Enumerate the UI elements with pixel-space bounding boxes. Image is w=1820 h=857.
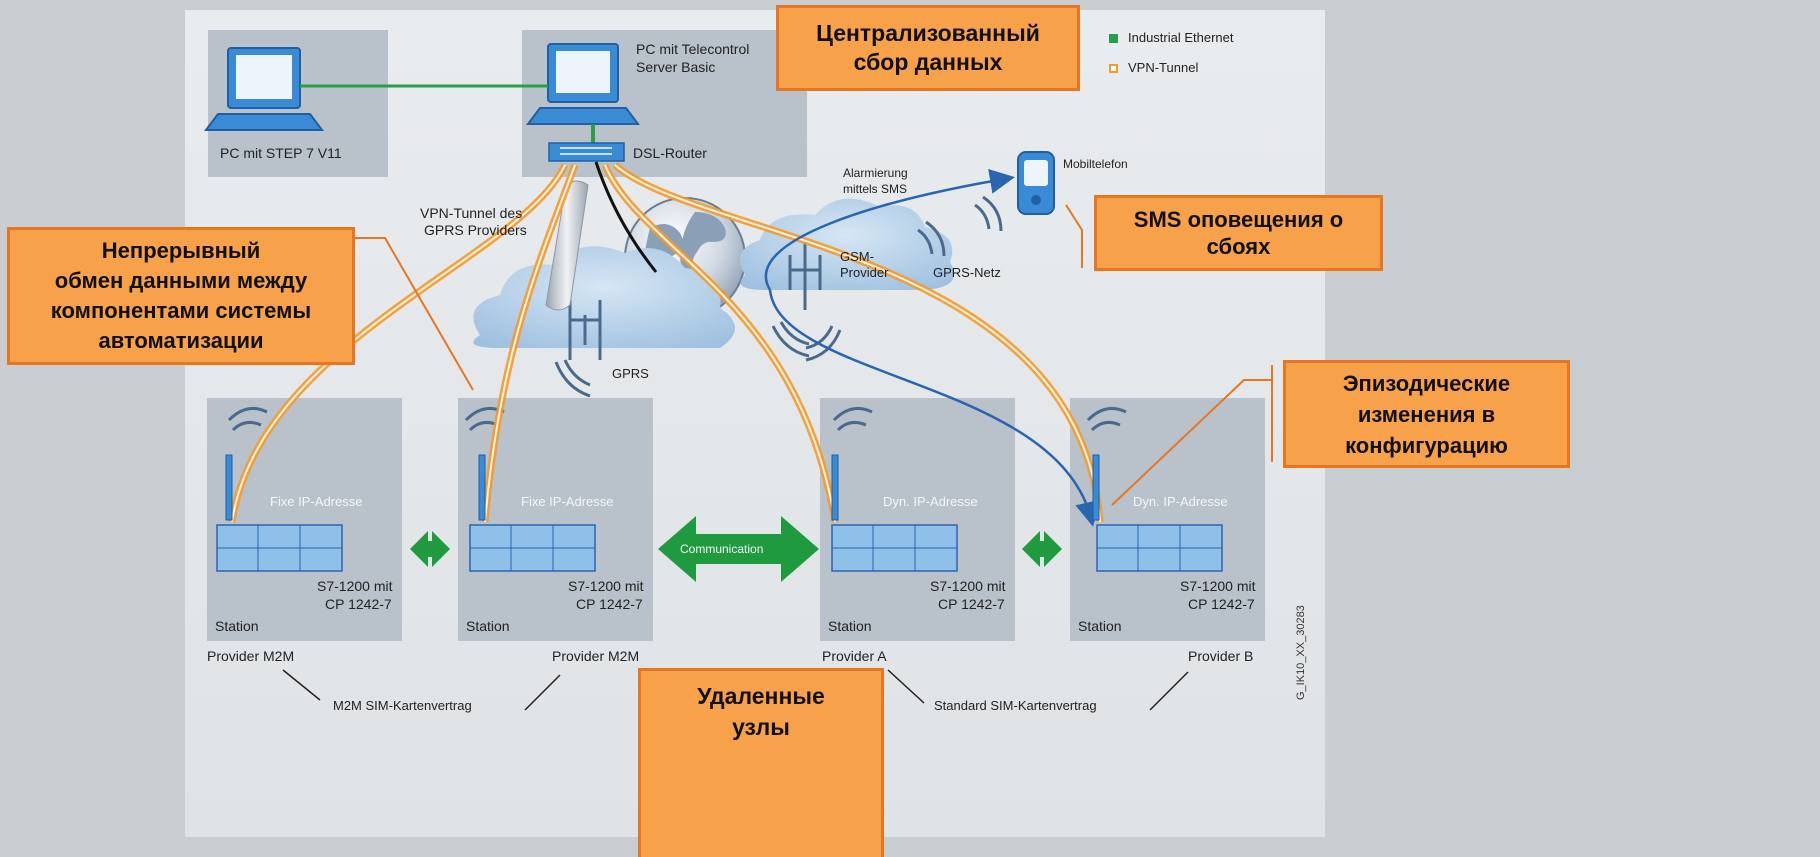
- station-4-device-1: S7-1200 mit: [1180, 578, 1256, 594]
- gprs-label: GPRS: [612, 366, 649, 381]
- dsl-router-label: DSL-Router: [633, 145, 707, 161]
- server-computer-icon: [526, 43, 640, 125]
- station-4-ip: Dyn. IP-Adresse: [1133, 494, 1228, 509]
- communication-arrow: [658, 516, 819, 582]
- legend-swatch-ethernet: [1109, 34, 1118, 43]
- pc-telecontrol-label-2: Server Basic: [636, 59, 716, 75]
- callout-central-line-2: сбор данных: [853, 49, 1003, 75]
- callout-continuous-line-4: автоматизации: [98, 328, 264, 353]
- mobile-phone-icon: [1017, 151, 1055, 215]
- provider-exchange-arrow: [1022, 531, 1062, 567]
- vpn-tunnel-label-2: GPRS Providers: [424, 222, 527, 238]
- callout-remote-line-2: узлы: [732, 714, 790, 740]
- image-id-label: G_IK10_XX_30283: [1295, 605, 1307, 700]
- station-4-label: Station: [1078, 618, 1122, 634]
- vpn-tunnels: [228, 162, 1104, 523]
- sms-leader: [1065, 204, 1083, 268]
- legend-label-ethernet: Industrial Ethernet: [1128, 30, 1234, 45]
- standard-contract-line-right: [1149, 671, 1189, 711]
- station-2-device-1: S7-1200 mit: [568, 578, 644, 594]
- gsm-tower-icon: [788, 240, 822, 310]
- station-box-2: [458, 398, 653, 641]
- station-1-device-1: S7-1200 mit: [317, 578, 393, 594]
- station-2-provider: Provider M2M: [552, 648, 640, 664]
- m2m-contract-line-right: [524, 674, 561, 711]
- station-2-device-2: CP 1242-7: [576, 596, 643, 612]
- gprs-netz-label: GPRS-Netz: [933, 265, 1001, 280]
- station-2-ip: Fixe IP-Adresse: [521, 494, 614, 509]
- m2m-contract-line-left: [282, 669, 321, 701]
- callout-remote-line-1: Удаленные: [697, 683, 825, 709]
- station-3-provider: Provider A: [822, 648, 887, 664]
- station-3-label: Station: [828, 618, 872, 634]
- pc-telecontrol-label-1: PC mit Telecontrol: [636, 41, 750, 57]
- station-1-provider: Provider M2M: [207, 648, 295, 664]
- callout-episodic-line-2: изменения в: [1357, 401, 1496, 427]
- callout-episodic: Эпизодические изменения в конфигурацию: [1283, 360, 1570, 468]
- callout-sms-line-2: сбоях: [1206, 234, 1271, 259]
- station-box-3: [820, 398, 1015, 641]
- legend-swatch-vpn: [1109, 64, 1118, 73]
- episodic-leader: [1111, 379, 1272, 506]
- station-1-ip: Fixe IP-Adresse: [270, 494, 363, 509]
- callout-continuous-line-1: Непрерывный: [101, 238, 261, 263]
- m2m-exchange-arrow: [410, 531, 450, 567]
- station-devices: [216, 454, 1223, 572]
- computer-icon: [204, 47, 324, 131]
- wireless-waves: [227, 195, 1127, 432]
- callout-continuous: Непрерывный обмен данными между компонен…: [7, 227, 355, 365]
- legend-label-vpn: VPN-Tunnel: [1128, 60, 1199, 75]
- standard-contract-label: Standard SIM-Kartenvertrag: [934, 698, 1097, 713]
- m2m-contract-label: M2M SIM-Kartenvertrag: [333, 698, 472, 713]
- callout-sms-line-1: SMS оповещения о: [1133, 207, 1344, 232]
- callout-continuous-line-3: компонентами системы: [50, 298, 312, 323]
- communication-label: Communication: [680, 542, 764, 556]
- callout-remote: Удаленные узлы: [638, 668, 884, 857]
- sms-alarm-arrow: [764, 169, 1015, 291]
- station-1-device-2: CP 1242-7: [325, 596, 392, 612]
- continuous-leader: [355, 237, 474, 391]
- station-3-device-2: CP 1242-7: [938, 596, 1005, 612]
- pc-step7-label: PC mit STEP 7 V11: [220, 145, 342, 161]
- gsm-label-1: GSM-: [840, 249, 874, 264]
- gsm-cloud: [740, 198, 955, 290]
- callout-episodic-line-3: конфигурацию: [1345, 432, 1508, 458]
- vpn-tunnel-label-1: VPN-Tunnel des: [420, 205, 523, 221]
- callout-sms: SMS оповещения о сбоях: [1094, 195, 1383, 271]
- station-3-ip: Dyn. IP-Adresse: [883, 494, 978, 509]
- dsl-router-icon: [548, 142, 625, 162]
- station-3-device-1: S7-1200 mit: [930, 578, 1006, 594]
- callout-continuous-line-2: обмен данными между: [54, 268, 308, 293]
- station-box-1: [207, 398, 402, 641]
- station-1-label: Station: [215, 618, 259, 634]
- station-4-provider: Provider B: [1188, 648, 1254, 664]
- alarm-label-2: mittels SMS: [843, 182, 908, 196]
- standard-contract-line-left: [887, 669, 925, 704]
- gsm-label-2: Provider: [840, 265, 889, 280]
- mobile-label: Mobiltelefon: [1063, 157, 1128, 171]
- station-2-label: Station: [466, 618, 510, 634]
- gprs-tower-icon: [568, 300, 602, 360]
- gprs-vpn-tunnel: [545, 180, 589, 311]
- station-4-device-2: CP 1242-7: [1188, 596, 1255, 612]
- callout-central-line-1: Централизованный: [816, 20, 1040, 46]
- config-arrow: [768, 289, 1100, 527]
- dsl-line: [594, 161, 658, 273]
- alarm-label-1: Alarmierung: [843, 166, 908, 180]
- callout-central: Централизованный сбор данных: [776, 5, 1080, 91]
- callout-episodic-line-1: Эпизодические: [1342, 370, 1511, 396]
